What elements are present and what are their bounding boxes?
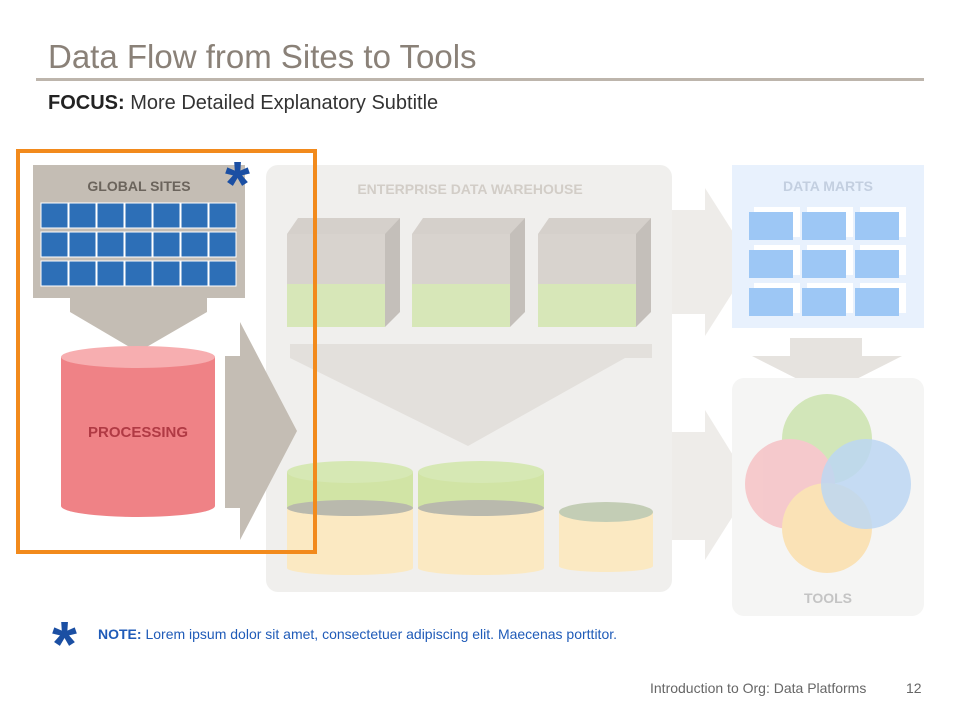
warehouse-cylinder-3 [559, 502, 653, 572]
data-marts-label: DATA MARTS [783, 178, 873, 194]
global-sites-grid [40, 202, 237, 287]
note-label: NOTE: [98, 626, 142, 642]
slide-title: Data Flow from Sites to Tools [48, 38, 477, 75]
highlight-frame [16, 149, 317, 554]
title-rule [36, 78, 924, 81]
warehouse-cube-2 [412, 218, 525, 327]
note-text: NOTE: Lorem ipsum dolor sit amet, consec… [98, 626, 617, 642]
slide-subtitle: FOCUS: More Detailed Explanatory Subtitl… [48, 92, 438, 115]
processing-label: PROCESSING [87, 424, 189, 441]
global-sites-label: GLOBAL SITES [87, 178, 191, 194]
note-asterisk-icon: * [52, 608, 77, 680]
tools-venn [745, 394, 911, 573]
warehouse-cylinder-1 [287, 461, 413, 575]
warehouse-cube-3 [538, 218, 651, 327]
arrow-to-marts [672, 188, 752, 336]
page-number: 12 [906, 680, 922, 696]
subtitle-text: More Detailed Explanatory Subtitle [130, 92, 439, 114]
warehouse-cube-1 [287, 218, 400, 327]
arrow-marts-to-tools [752, 338, 902, 394]
warehouse-cylinder-2 [418, 461, 544, 575]
note-body: Lorem ipsum dolor sit amet, consectetuer… [145, 626, 618, 642]
footer-text: Introduction to Org: Data Platforms [650, 680, 867, 696]
tools-label: TOOLS [804, 590, 852, 606]
arrow-to-tools [672, 410, 752, 560]
data-marts-grid [749, 207, 906, 316]
processing-cylinder [61, 346, 215, 517]
warehouse-funnel-arrow [290, 344, 652, 446]
highlight-asterisk-icon: * [225, 148, 250, 220]
arrow-processing-to-warehouse [225, 322, 297, 540]
arrow-sites-to-processing [70, 298, 207, 352]
subtitle-focus-label: FOCUS: [48, 92, 125, 114]
warehouse-label: ENTERPRISE DATA WAREHOUSE [357, 181, 583, 197]
